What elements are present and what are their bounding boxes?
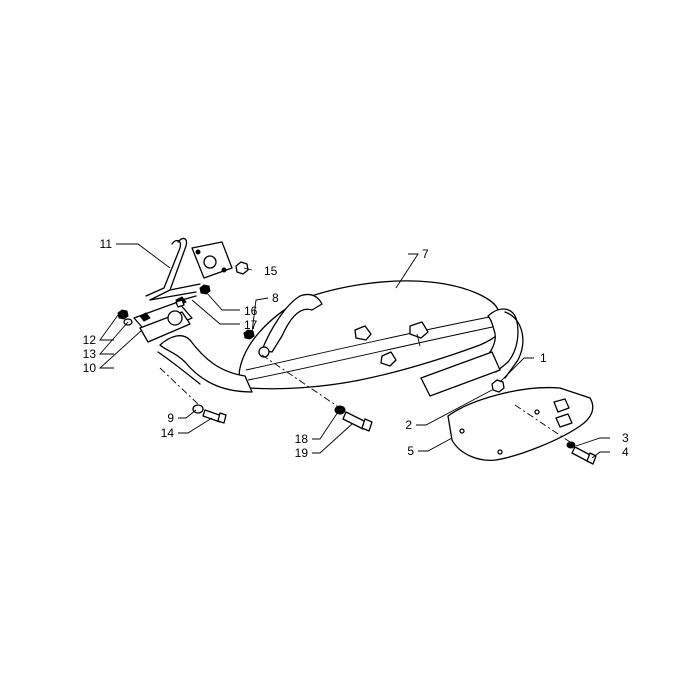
label-part-9: 9: [167, 411, 174, 425]
stud-17: [175, 295, 197, 308]
label-part-3: 3: [622, 431, 629, 445]
leader-lines: [98, 243, 610, 459]
washer-3: [566, 441, 576, 449]
axis-line-middle: [261, 354, 341, 409]
label-part-14: 14: [161, 426, 175, 440]
label-part-8: 8: [272, 291, 279, 305]
label-part-4: 4: [622, 445, 629, 459]
guard-bracket: [145, 237, 233, 301]
washer-18: [334, 405, 346, 415]
nut-15: [235, 261, 249, 275]
front-bracket: [258, 293, 323, 358]
label-part-17: 17: [244, 318, 258, 332]
label-part-13: 13: [83, 347, 97, 361]
nut-16: [199, 284, 211, 295]
bolt-14: [202, 409, 227, 424]
label-part-16: 16: [244, 304, 258, 318]
axis-line-front: [159, 367, 199, 405]
end-plate: [447, 386, 594, 461]
exhaust-pipe: [157, 335, 253, 393]
label-part-11: 11: [100, 237, 113, 251]
label-part-19: 19: [295, 446, 309, 460]
nut-8: [243, 329, 255, 340]
nut-1: [491, 379, 505, 393]
washer-13: [123, 318, 133, 326]
label-part-7: 7: [422, 247, 429, 261]
label-part-2: 2: [405, 418, 412, 432]
bolt-12: [117, 309, 129, 320]
exhaust-flange: [133, 296, 193, 343]
label-part-1: 1: [540, 351, 547, 365]
label-part-12: 12: [83, 333, 97, 347]
heat-shield: [420, 351, 501, 397]
washer-9: [192, 404, 204, 414]
bolt-4: [571, 446, 597, 465]
bolt-19: [342, 411, 373, 432]
axis-line-rear: [514, 404, 571, 443]
label-part-10: 10: [83, 361, 97, 375]
label-part-5: 5: [407, 444, 414, 458]
label-part-15: 15: [264, 264, 278, 278]
label-part-18: 18: [295, 432, 309, 446]
